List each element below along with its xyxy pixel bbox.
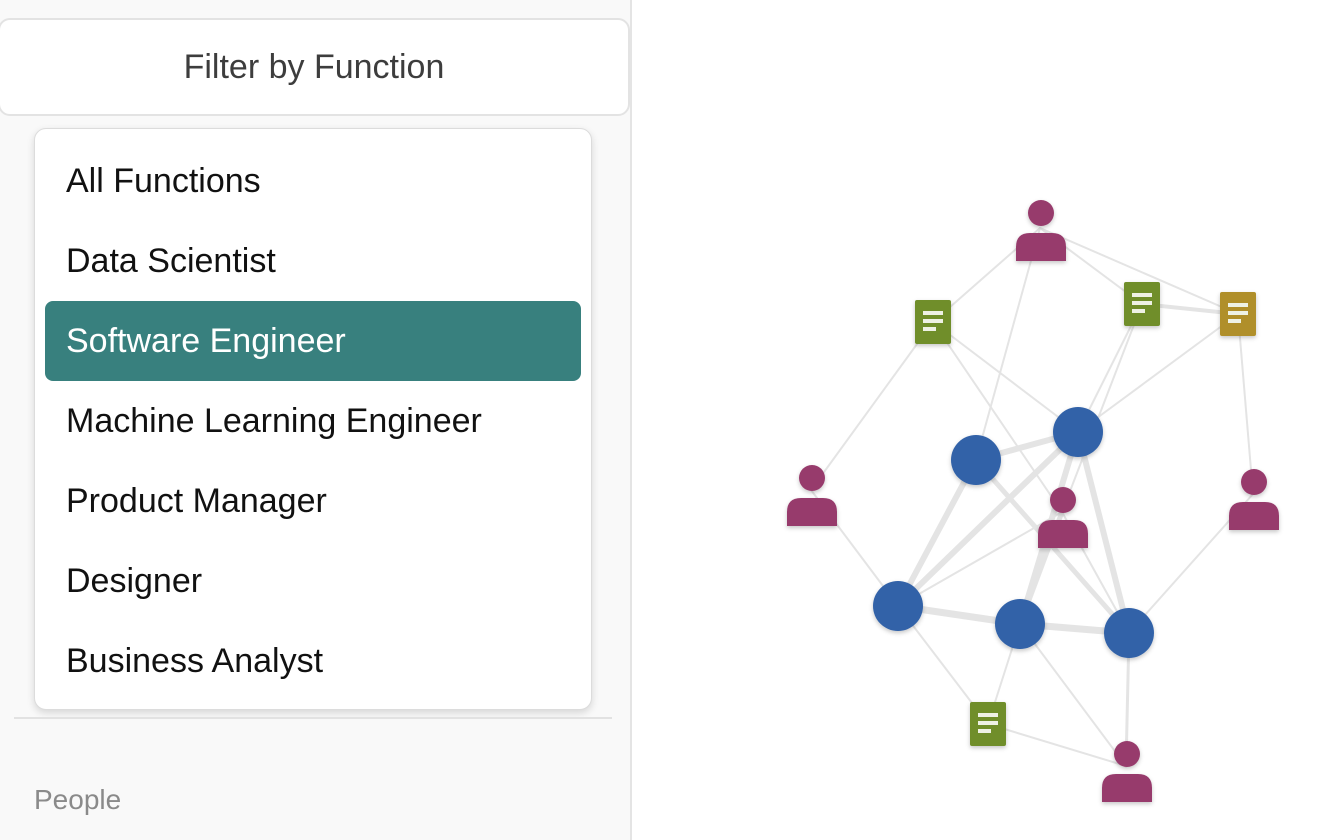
person-icon[interactable] <box>1016 200 1066 261</box>
graph-edge <box>1061 303 1143 513</box>
document-icon[interactable] <box>1220 292 1256 336</box>
graph-edge <box>1019 623 1127 767</box>
option-all-functions[interactable]: All Functions <box>66 161 261 200</box>
filter-by-function-button[interactable]: Filter by Function <box>0 18 630 116</box>
option-data-scientist[interactable]: Data Scientist <box>66 241 276 280</box>
graph-edge <box>810 321 934 491</box>
person-icon[interactable] <box>1038 487 1088 548</box>
graph-edge <box>897 511 1063 607</box>
graph-edge <box>895 457 979 609</box>
graph-edge <box>975 227 1041 461</box>
document-icon[interactable] <box>915 300 951 344</box>
option-machine-learning-engineer[interactable]: Machine Learning Engineer <box>66 401 482 440</box>
person-icon[interactable] <box>1102 741 1152 802</box>
graph-edge <box>932 321 1063 513</box>
graph-edge <box>895 429 1081 609</box>
graph-edge <box>1075 429 1132 636</box>
person-icon[interactable] <box>787 465 837 526</box>
option-product-manager[interactable]: Product Manager <box>66 481 327 520</box>
graph-hub-nodes <box>873 407 1154 658</box>
sidebar-divider <box>14 717 612 719</box>
sidebar: Filter by Function All Functions Data Sc… <box>0 0 632 840</box>
hub-node[interactable] <box>951 435 1001 485</box>
hub-node[interactable] <box>1104 608 1154 658</box>
hub-node[interactable] <box>995 599 1045 649</box>
graph-edge <box>1237 313 1254 495</box>
graph-edge <box>1077 313 1239 433</box>
graph-document-nodes <box>915 282 1256 746</box>
graph-edge <box>1039 227 1239 315</box>
document-icon[interactable] <box>970 702 1006 746</box>
document-icon[interactable] <box>1124 282 1160 326</box>
graph-edge <box>987 723 1127 767</box>
hub-node[interactable] <box>1053 407 1103 457</box>
graph-person-nodes <box>787 200 1279 802</box>
option-designer[interactable]: Designer <box>66 561 203 600</box>
option-software-engineer[interactable]: Software Engineer <box>45 301 581 381</box>
graph-edges <box>810 227 1254 768</box>
people-section-label: People <box>34 784 122 815</box>
hub-node[interactable] <box>873 581 923 631</box>
person-icon[interactable] <box>1229 469 1279 530</box>
graph-edge <box>932 321 1079 433</box>
function-dropdown-menu: All Functions Data Scientist Software En… <box>34 128 592 710</box>
option-business-analyst[interactable]: Business Analyst <box>66 641 324 680</box>
